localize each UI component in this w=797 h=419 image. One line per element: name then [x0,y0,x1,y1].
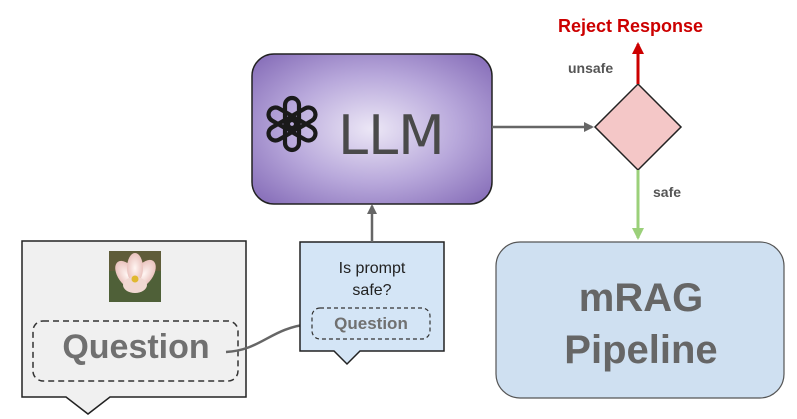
input-card [21,240,247,415]
prompt-check-box [299,241,445,366]
mrag-label-line1: mRAG [578,276,704,320]
prompt-check-text: Is prompt safe? [300,258,444,302]
safety-decision-diamond [593,82,683,172]
question-small-dashed-box [311,307,431,340]
safe-label: safe [653,184,682,200]
question-small-label: Question [334,314,408,333]
flower-image [109,251,161,302]
arrow-question-to-check [225,319,312,354]
prompt-check-line2: safe? [352,282,392,299]
reject-response-label: Reject Response [558,16,704,36]
openai-logo-icon [266,95,318,153]
mrag-pipeline-label: mRAG Pipeline [498,272,784,376]
prompt-check-line1: Is prompt [338,260,406,277]
mrag-label-line2: Pipeline [564,328,718,372]
llm-label: LLM [338,104,445,167]
unsafe-label: unsafe [568,60,614,76]
mrag-pipeline-box [495,241,785,399]
question-label: Question [62,328,210,366]
